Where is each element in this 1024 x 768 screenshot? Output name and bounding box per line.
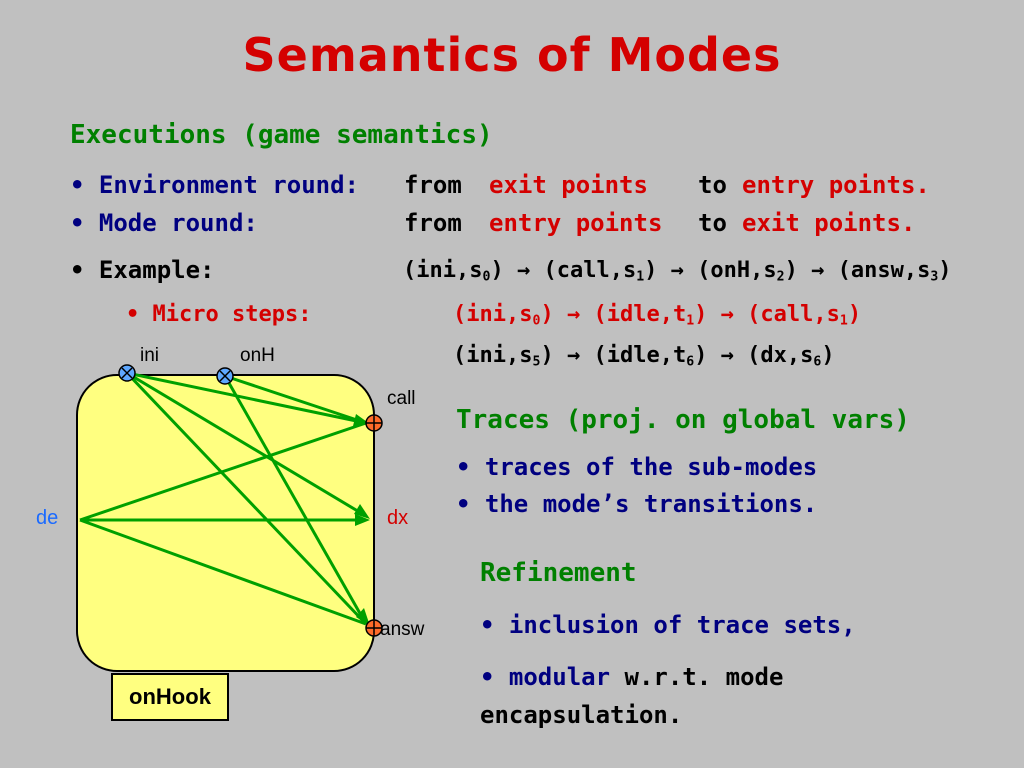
micro-steps-label: Micro steps: [152, 302, 312, 327]
mode-name-label: onHook [111, 673, 229, 721]
arrow-icon: → [811, 258, 825, 283]
micro-steps-sequence-2: (ini,s5) → (idle,t6) → (dx,s6) [453, 343, 835, 370]
bullet: • [126, 302, 140, 327]
cross-icon [219, 370, 231, 382]
refinement-heading: Refinement [480, 558, 637, 588]
environment-round-source: exit points [489, 171, 648, 199]
exit-label-answ: answ [380, 619, 425, 640]
bullet: • [480, 663, 495, 691]
entry-point-ini [118, 364, 136, 382]
refinement-item-1: • inclusion of trace sets, [480, 611, 856, 639]
transitions [79, 371, 368, 626]
traces-item-1: • traces of the sub-modes [456, 453, 818, 481]
bullet: • [480, 611, 495, 639]
bullet: • [456, 453, 471, 481]
entry-label-de: de [36, 507, 58, 529]
bullet: • [70, 209, 85, 237]
example-sequence: (ini,s0) → (call,s1) → (onH,s2) → (answ,… [403, 258, 952, 285]
arrow-icon: → [720, 302, 734, 327]
mode-round-from: from [404, 209, 462, 237]
arrow-icon: → [516, 258, 531, 283]
arrow-icon: → [566, 343, 581, 368]
arrow-icon: → [566, 302, 581, 327]
mode-round-to: to [698, 209, 727, 237]
entry-label-onh: onH [240, 345, 275, 366]
state-location: answ [850, 258, 904, 283]
example-item: • Example: [70, 256, 215, 284]
exit-label-call: call [387, 388, 416, 409]
mode-round-item: • Mode round: [70, 209, 258, 237]
state-index: 0 [482, 269, 491, 285]
mode-box [76, 374, 375, 672]
refinement-item-2: • modular w.r.t. mode encapsulation. [480, 663, 784, 729]
micro-steps-item: • Micro steps: [126, 302, 311, 327]
arrow-icon: → [670, 258, 684, 283]
state-location: onH [710, 258, 751, 283]
transition-onh-call [224, 374, 367, 425]
environment-round-destination: entry points. [742, 171, 930, 199]
exit-label-dx: dx [387, 507, 408, 529]
arrowheads [353, 414, 370, 626]
state-index: 1 [636, 269, 645, 285]
modular-highlight: modular [508, 663, 611, 691]
state-index: 2 [776, 269, 785, 285]
bullet: • [456, 490, 471, 518]
environment-round-item: • Environment round: [70, 171, 359, 199]
mode-round-label: Mode round: [98, 209, 258, 237]
micro-steps-sequence-1: (ini,s0) → (idle,t1) → (call,s1) [453, 302, 862, 329]
transition-de-answ [79, 518, 367, 626]
state-location: call [556, 258, 610, 283]
example-label: Example: [98, 256, 215, 284]
transition-ini-dx [126, 371, 367, 518]
transition-ini-answ [125, 371, 368, 626]
arrowhead [355, 514, 370, 526]
transition-de-call [79, 421, 367, 522]
mode-round-source: entry points [489, 209, 663, 237]
environment-round-label: Environment round: [98, 171, 359, 199]
cross-icon [121, 367, 133, 379]
traces-heading: Traces (proj. on global vars) [456, 405, 910, 435]
exit-point-call [365, 414, 383, 432]
exit-point-answ [365, 619, 383, 637]
environment-round-from: from [404, 171, 462, 199]
transition-ini-call [126, 371, 367, 425]
traces-item-2: • the mode’s transitions. [456, 490, 818, 518]
state-index: 3 [930, 269, 939, 285]
page-title: Semantics of Modes [242, 28, 782, 82]
entry-label-ini: ini [140, 345, 159, 366]
arrow-icon: → [720, 343, 734, 368]
mode-round-destination: exit points. [742, 209, 916, 237]
bullet: • [70, 256, 85, 284]
state-location: ini [416, 258, 456, 283]
arrowhead [356, 608, 370, 626]
transition-onh-answ [223, 375, 368, 625]
environment-round-to: to [698, 171, 727, 199]
bullet: • [70, 171, 85, 199]
executions-heading: Executions (game semantics) [70, 120, 493, 150]
entry-point-onh [216, 367, 234, 385]
